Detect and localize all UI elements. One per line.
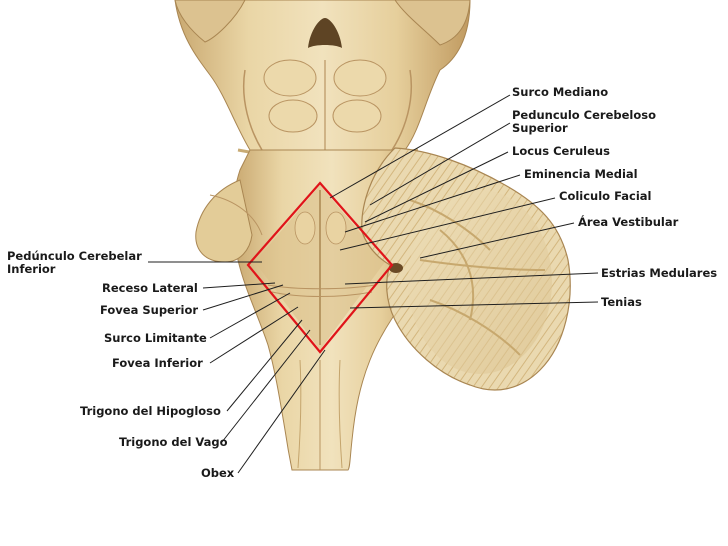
cerebellum-section [361,147,571,391]
label-fovea-inferior: Fovea Inferior [112,356,203,370]
label-pedunculo-inferior: Pedúnculo Cerebelar Inferior [7,250,142,276]
label-trigono-vago: Trigono del Vago [119,435,228,449]
label-fovea-superior: Fovea Superior [100,303,199,317]
label-obex: Obex [201,466,235,480]
label-coliculo-facial: Coliculo Facial [559,189,652,203]
label-pedunculo-inferior-line1: Pedúnculo Cerebelar [7,249,142,263]
label-surco-mediano: Surco Mediano [512,85,609,99]
label-pedunculo-superior-line2: Superior [512,121,568,135]
label-eminencia-medial: Eminencia Medial [524,167,638,181]
rhomboid-fossa-outline [246,181,394,354]
leader-lines [148,94,599,474]
midbrain [174,0,471,159]
label-tenias: Tenias [601,295,642,309]
label-area-vestibular: Área Vestibular [578,215,679,229]
label-trigono-hipogloso: Trigono del Hipogloso [80,404,221,418]
label-pedunculo-superior-line1: Pedunculo Cerebeloso [512,108,657,122]
label-receso-lateral: Receso Lateral [102,281,198,295]
label-pedunculo-superior: Pedunculo Cerebeloso Superior [512,109,656,135]
label-estrias-medulares: Estrias Medulares [601,266,718,280]
label-surco-limitante: Surco Limitante [104,331,207,345]
label-pedunculo-inferior-line2: Inferior [7,262,56,276]
label-locus-ceruleus: Locus Ceruleus [512,144,610,158]
